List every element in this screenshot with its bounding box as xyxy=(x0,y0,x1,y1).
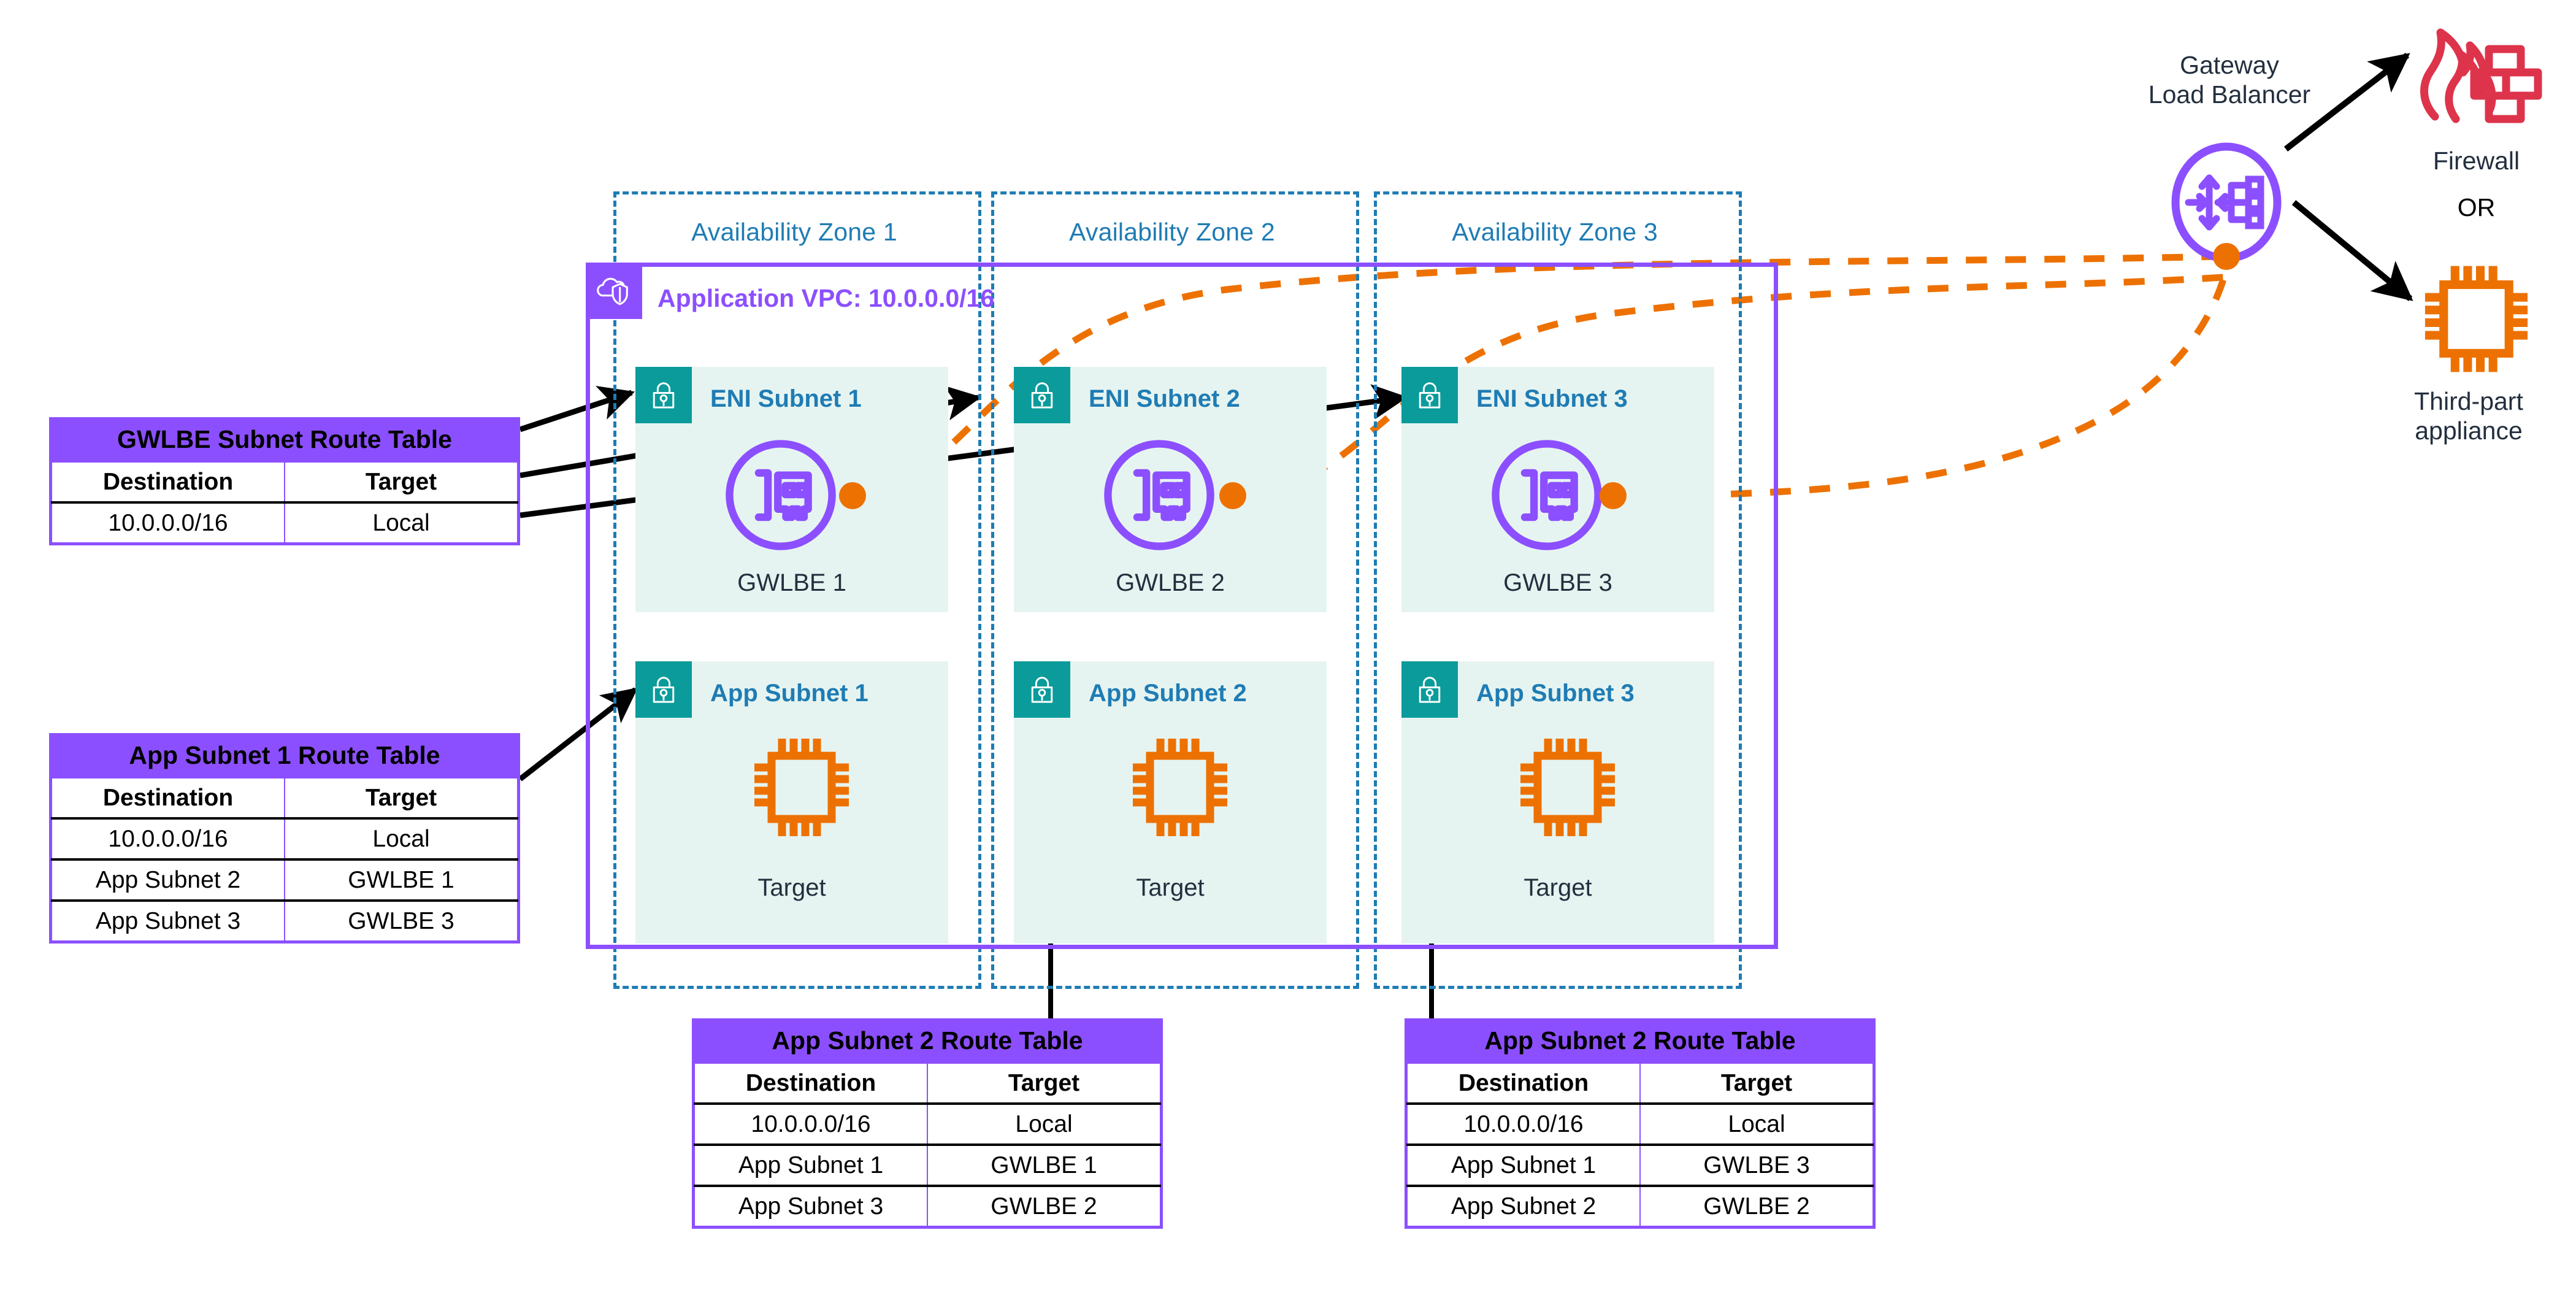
route-target-cell: Local xyxy=(284,818,518,860)
chip-appliance-icon xyxy=(1128,734,1232,844)
firewall-label: Firewall xyxy=(2432,147,2520,175)
route-destination-cell: App Subnet 1 xyxy=(694,1143,928,1186)
chip-appliance-icon xyxy=(2420,261,2533,380)
app-subnet-1-route-table[interactable]: App Subnet 1 Route Table Destination Tar… xyxy=(49,733,520,944)
subnet-lock-icon xyxy=(635,661,692,718)
network-interface-card-icon xyxy=(1101,437,1217,556)
vpc-title: Application VPC: 10.0.0.0/16 xyxy=(657,284,995,312)
availability-zone-2-label: Availability Zone 2 xyxy=(1069,218,1275,246)
availability-zone-3-label: Availability Zone 3 xyxy=(1452,218,1658,246)
table-row: App Subnet 1 GWLBE 3 xyxy=(1406,1143,1874,1186)
route-destination-cell: App Subnet 2 xyxy=(1406,1185,1641,1227)
chip-appliance-icon xyxy=(749,734,854,844)
route-table-grid: Destination Target 10.0.0.0/16 Local xyxy=(51,461,518,544)
table-row: App Subnet 2 GWLBE 1 xyxy=(51,858,518,901)
gwlbe-1-caption: GWLBE 1 xyxy=(737,569,846,596)
column-header-target: Target xyxy=(284,777,518,820)
availability-zone-1-label: Availability Zone 1 xyxy=(691,218,897,246)
route-target-cell: GWLBE 3 xyxy=(284,899,518,942)
eni-subnet-2-title: ENI Subnet 2 xyxy=(1089,385,1240,412)
network-interface-card-icon xyxy=(723,437,839,556)
column-header-target: Target xyxy=(1639,1063,1874,1105)
vpc-cloud-shield-icon xyxy=(586,263,642,319)
route-table-grid: Destination Target 10.0.0.0/16 Local App… xyxy=(51,777,518,942)
or-separator-label: OR xyxy=(2457,193,2496,221)
column-header-destination: Destination xyxy=(694,1063,928,1105)
route-destination-cell: 10.0.0.0/16 xyxy=(51,818,285,860)
availability-zone-1-box xyxy=(613,191,981,989)
table-row: 10.0.0.0/16 Local xyxy=(51,818,518,860)
availability-zone-2-box xyxy=(991,191,1359,989)
route-destination-cell: App Subnet 3 xyxy=(51,899,285,942)
gwlbe-3-endpoint-dot xyxy=(1600,482,1627,509)
route-destination-cell: App Subnet 3 xyxy=(694,1185,928,1227)
table-row: 10.0.0.0/16 Local xyxy=(694,1103,1161,1145)
column-header-destination: Destination xyxy=(51,461,285,504)
app-subnet-3-route-table[interactable]: App Subnet 2 Route Table Destination Tar… xyxy=(1405,1018,1876,1229)
app-subnet-2-route-table[interactable]: App Subnet 2 Route Table Destination Tar… xyxy=(692,1018,1163,1229)
app-subnet-2-target-caption: Target xyxy=(1136,874,1205,901)
app-subnet-3-target-caption: Target xyxy=(1524,874,1592,901)
route-target-cell: GWLBE 2 xyxy=(1639,1185,1874,1227)
route-destination-cell: 10.0.0.0/16 xyxy=(51,502,285,544)
column-header-target: Target xyxy=(284,461,518,504)
gwlbe-2-endpoint-dot xyxy=(1219,482,1246,509)
table-row: App Subnet 1 GWLBE 1 xyxy=(694,1143,1161,1186)
route-table-grid: Destination Target 10.0.0.0/16 Local App… xyxy=(694,1063,1161,1227)
route-destination-cell: 10.0.0.0/16 xyxy=(1406,1103,1641,1145)
table-row: App Subnet 2 GWLBE 2 xyxy=(1406,1185,1874,1227)
table-row: 10.0.0.0/16 Local xyxy=(1406,1103,1874,1145)
route-table-title: GWLBE Subnet Route Table xyxy=(51,419,518,461)
column-header-destination: Destination xyxy=(1406,1063,1641,1105)
app-subnet-1-target-caption: Target xyxy=(757,874,826,901)
route-target-cell: Local xyxy=(1639,1103,1874,1145)
subnet-lock-icon xyxy=(1014,661,1070,718)
route-target-cell: Local xyxy=(284,502,518,544)
gateway-load-balancer-label: Gateway Load Balancer xyxy=(2148,51,2311,109)
gwlbe-subnet-route-table[interactable]: GWLBE Subnet Route Table Destination Tar… xyxy=(49,417,520,545)
table-row: 10.0.0.0/16 Local xyxy=(51,502,518,544)
subnet-lock-icon xyxy=(1014,367,1070,423)
third-party-appliance-label: Third-part appliance xyxy=(2414,387,2523,445)
column-header-target: Target xyxy=(927,1063,1161,1105)
eni-subnet-3-title: ENI Subnet 3 xyxy=(1476,385,1628,412)
application-vpc-frame xyxy=(586,263,1778,949)
gwlbe-1-endpoint-dot xyxy=(839,482,866,509)
chip-appliance-icon xyxy=(1516,734,1620,844)
route-target-cell: GWLBE 3 xyxy=(1639,1143,1874,1186)
route-target-cell: GWLBE 1 xyxy=(927,1143,1161,1186)
route-target-cell: GWLBE 2 xyxy=(927,1185,1161,1227)
app-subnet-2-title: App Subnet 2 xyxy=(1089,680,1247,707)
network-interface-card-icon xyxy=(1489,437,1605,556)
column-header-destination: Destination xyxy=(51,777,285,820)
route-table-grid: Destination Target 10.0.0.0/16 Local App… xyxy=(1406,1063,1874,1227)
route-table-title: App Subnet 2 Route Table xyxy=(1406,1020,1874,1063)
firewall-flame-icon xyxy=(2410,12,2542,138)
route-table-title: App Subnet 2 Route Table xyxy=(694,1020,1161,1063)
route-target-cell: GWLBE 1 xyxy=(284,858,518,901)
subnet-lock-icon xyxy=(635,367,692,423)
table-row: App Subnet 3 GWLBE 3 xyxy=(51,899,518,942)
table-row: App Subnet 3 GWLBE 2 xyxy=(694,1185,1161,1227)
subnet-lock-icon xyxy=(1401,661,1458,718)
app-subnet-3-title: App Subnet 3 xyxy=(1476,680,1635,707)
availability-zone-3-box xyxy=(1374,191,1742,989)
gwlbe-3-caption: GWLBE 3 xyxy=(1503,569,1612,596)
route-destination-cell: App Subnet 1 xyxy=(1406,1143,1641,1186)
route-destination-cell: 10.0.0.0/16 xyxy=(694,1103,928,1145)
gwlbe-2-caption: GWLBE 2 xyxy=(1116,569,1225,596)
glb-endpoint-dot xyxy=(2213,243,2240,270)
eni-subnet-1-title: ENI Subnet 1 xyxy=(710,385,862,412)
route-table-title: App Subnet 1 Route Table xyxy=(51,735,518,777)
app-subnet-1-title: App Subnet 1 xyxy=(710,680,868,707)
route-target-cell: Local xyxy=(927,1103,1161,1145)
route-destination-cell: App Subnet 2 xyxy=(51,858,285,901)
subnet-lock-icon xyxy=(1401,367,1458,423)
